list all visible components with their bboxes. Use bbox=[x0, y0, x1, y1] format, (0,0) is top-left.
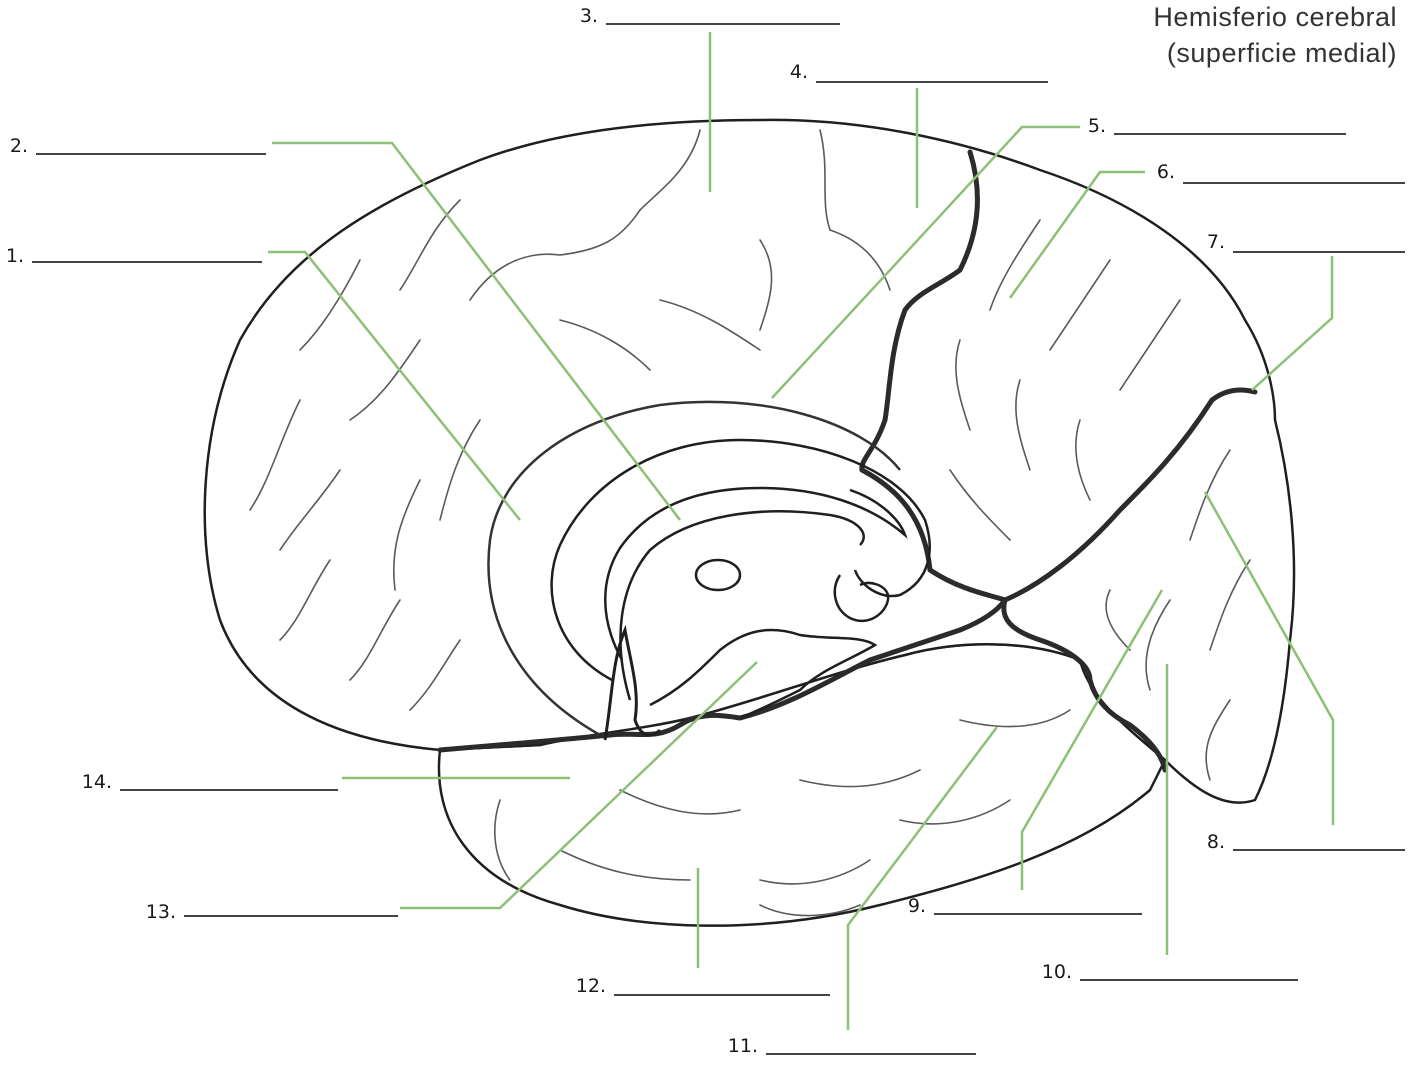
label-number-3: 3. bbox=[580, 5, 598, 27]
label-number-10: 10. bbox=[1042, 961, 1072, 983]
label-number-5: 5. bbox=[1088, 115, 1106, 137]
label-number-2: 2. bbox=[10, 135, 28, 157]
label-number-8: 8. bbox=[1207, 831, 1225, 853]
label-number-14: 14. bbox=[82, 771, 112, 793]
interthalamic-adhesion bbox=[696, 560, 740, 590]
hemisphere-outline bbox=[205, 120, 1294, 803]
label-number-9: 9. bbox=[908, 895, 926, 917]
label-number-6: 6. bbox=[1157, 161, 1175, 183]
label-number-11: 11. bbox=[728, 1035, 758, 1057]
label-number-4: 4. bbox=[790, 61, 808, 83]
label-number-12: 12. bbox=[576, 975, 606, 997]
diagram-title: Hemisferio cerebral bbox=[1153, 2, 1397, 33]
diagram-subtitle: (superficie medial) bbox=[1167, 38, 1397, 69]
label-number-13: 13. bbox=[146, 901, 176, 923]
label-number-1: 1. bbox=[6, 245, 24, 267]
label-number-7: 7. bbox=[1207, 231, 1225, 253]
